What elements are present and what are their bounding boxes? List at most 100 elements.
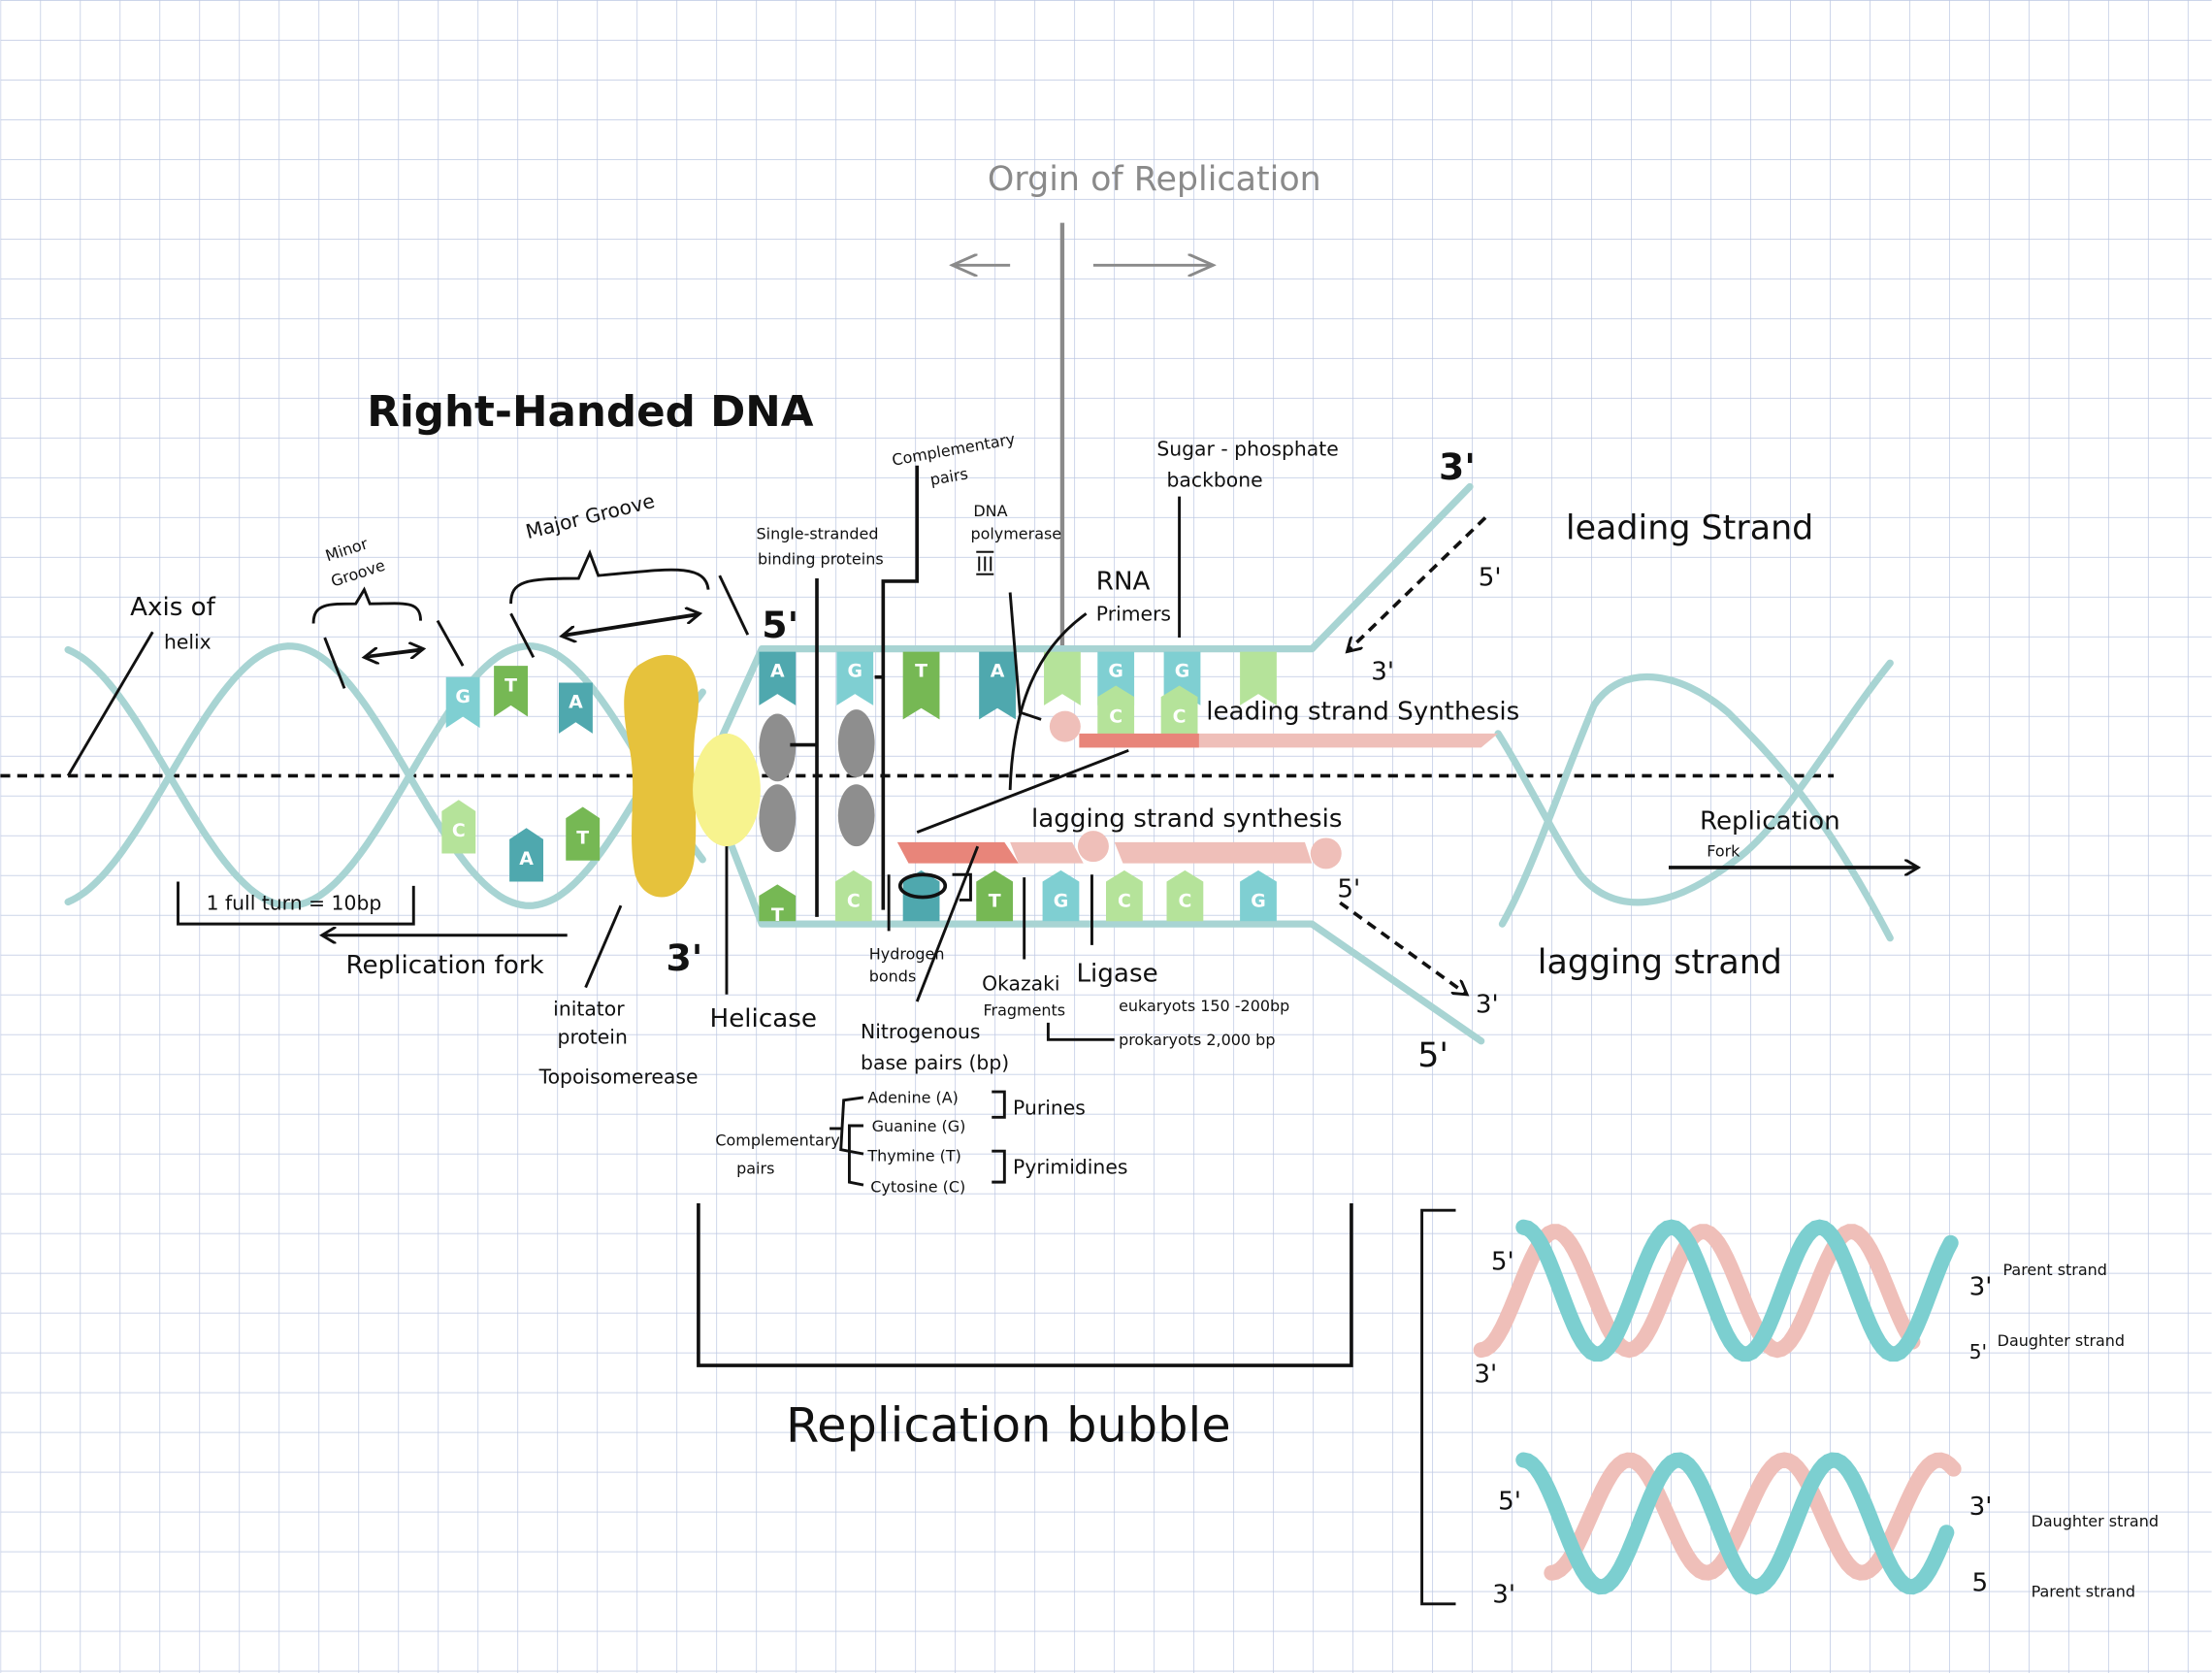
cytosine-label: Cytosine (C) bbox=[870, 1177, 965, 1196]
purines-label: Purines bbox=[1013, 1096, 1086, 1119]
rna-primers-label: RNA bbox=[1096, 568, 1151, 597]
five-prime-label: 5' bbox=[1969, 1340, 1988, 1363]
bases-legend: Complementary pairs Adenine (A) Guanine … bbox=[715, 1089, 1127, 1197]
rna-primer bbox=[1079, 733, 1199, 748]
base-t: T bbox=[902, 651, 940, 720]
base-g: G bbox=[445, 676, 480, 729]
svg-text:G: G bbox=[455, 686, 471, 707]
nitrogenous-bases-label: Nitrogenous bbox=[861, 1020, 980, 1043]
okazaki-label: Fragments bbox=[984, 1001, 1066, 1020]
three-prime-label: 3' bbox=[1492, 1580, 1515, 1609]
topoisomerase-shape bbox=[624, 654, 699, 898]
base-a: A bbox=[979, 651, 1016, 720]
rna-primer-dot bbox=[1049, 710, 1081, 742]
three-prime-label: 3' bbox=[1476, 991, 1499, 1020]
replication-fork-label: Replication bbox=[1700, 807, 1840, 836]
nitrogenous-bases-label: base pairs (bp) bbox=[861, 1051, 1009, 1074]
topoisomerase-label: Topoisomerease bbox=[538, 1065, 699, 1088]
hydrogen-bonds-label: bonds bbox=[869, 968, 916, 986]
ssb-protein bbox=[759, 713, 797, 782]
five-prime-label: 5' bbox=[1479, 563, 1502, 592]
svg-text:C: C bbox=[1178, 891, 1191, 912]
guanine-label: Guanine (G) bbox=[872, 1117, 966, 1135]
base-t: T bbox=[976, 869, 1014, 922]
parent-strand-wave bbox=[1515, 1219, 1959, 1362]
origin-title: Orgin of Replication bbox=[988, 160, 1321, 199]
new-leading-strand bbox=[1198, 733, 1499, 748]
sugar-phosphate-label: Sugar - phosphate bbox=[1156, 438, 1338, 461]
hydrogen-bonds-label: Hydrogen bbox=[869, 944, 945, 963]
three-prime-label: 3' bbox=[1474, 1361, 1497, 1390]
initiator-protein-label: protein bbox=[558, 1026, 628, 1049]
lagging-strand-synthesis-strand bbox=[896, 831, 1342, 869]
rna-primer-dot bbox=[1077, 831, 1109, 863]
ssb-label: binding proteins bbox=[758, 549, 884, 568]
svg-text:T: T bbox=[915, 661, 927, 682]
okazaki-label: Okazaki bbox=[982, 971, 1059, 995]
annotation-lines bbox=[66, 465, 1918, 1606]
base-c: C bbox=[1106, 869, 1143, 922]
pyrimidines-label: Pyrimidines bbox=[1013, 1155, 1127, 1178]
svg-text:T: T bbox=[504, 674, 517, 696]
svg-text:G: G bbox=[1251, 891, 1266, 912]
parent-strand-label: Parent strand bbox=[2003, 1261, 2107, 1279]
base-c: C bbox=[1097, 685, 1135, 737]
svg-text:C: C bbox=[1118, 891, 1131, 912]
five-prime-label: 5' bbox=[1491, 1247, 1514, 1276]
rna-primers-label: Primers bbox=[1096, 603, 1171, 626]
svg-text:C: C bbox=[1109, 705, 1122, 727]
replication-fork-label: Fork bbox=[1707, 841, 1740, 860]
thymine-label: Thymine (T) bbox=[866, 1146, 961, 1165]
complementary-pairs-label: pairs bbox=[736, 1159, 774, 1177]
base-a: A bbox=[558, 682, 593, 734]
lagging-strand-label: lagging strand bbox=[1538, 943, 1782, 982]
svg-text:A: A bbox=[991, 661, 1005, 682]
bubble-bottom-backbone bbox=[701, 774, 1485, 1045]
base-t: T bbox=[759, 884, 797, 926]
replication-bubble-label: Replication bubble bbox=[786, 1397, 1231, 1454]
daughter-strand-label: Daughter strand bbox=[1998, 1331, 2125, 1350]
five-prime-label: 5' bbox=[1417, 1036, 1448, 1075]
svg-text:A: A bbox=[569, 692, 583, 713]
three-prime-label: 3' bbox=[1969, 1493, 1993, 1522]
svg-text:G: G bbox=[1108, 661, 1123, 682]
leading-strand-label: leading Strand bbox=[1566, 508, 1813, 547]
strand-panel: 5' 3' 3' Parent strand 5' Daughter stran… bbox=[1473, 1219, 2159, 1609]
base-c: C bbox=[441, 800, 476, 854]
dna-polymerase-label: polymerase bbox=[970, 524, 1061, 542]
initiator-protein-label: initator bbox=[553, 998, 625, 1021]
base-c: C bbox=[1160, 685, 1198, 737]
full-turn-label: 1 full turn = 10bp bbox=[207, 892, 382, 915]
dna-polymerase-label: III bbox=[976, 553, 993, 576]
base-unlabeled bbox=[1240, 651, 1277, 705]
ssb-protein bbox=[759, 784, 797, 852]
diagram-title: Right-Handed DNA bbox=[367, 388, 813, 437]
five-prime-label: 5' bbox=[1498, 1487, 1521, 1516]
five-prime-label: 5 bbox=[1972, 1569, 1989, 1598]
svg-text:T: T bbox=[771, 904, 784, 926]
svg-text:G: G bbox=[1054, 891, 1069, 912]
sugar-phosphate-label: backbone bbox=[1167, 469, 1263, 492]
three-prime-label: 3' bbox=[1439, 445, 1476, 488]
adenine-label: Adenine (A) bbox=[867, 1089, 959, 1107]
base-a: A bbox=[759, 651, 797, 705]
axis-label: Axis of bbox=[130, 593, 216, 622]
right-helix-strand-a bbox=[1494, 659, 1894, 906]
labels: Axis of helix Minor Groove Major Groove … bbox=[130, 430, 1840, 1454]
okazaki-fragment bbox=[1010, 841, 1084, 864]
svg-text:C: C bbox=[847, 891, 861, 912]
rna-primer bbox=[896, 841, 1019, 864]
ssb-label: Single-stranded bbox=[757, 524, 879, 542]
base-t: T bbox=[566, 806, 601, 861]
leading-strand-synthesis-label: leading strand Synthesis bbox=[1206, 697, 1519, 726]
three-prime-label: 3' bbox=[666, 936, 702, 979]
svg-text:A: A bbox=[770, 661, 785, 682]
svg-text:C: C bbox=[452, 820, 466, 841]
ssb-protein bbox=[837, 709, 875, 777]
dna-polymerase-label: DNA bbox=[973, 502, 1007, 520]
parent-strand-wave bbox=[1515, 1452, 1955, 1595]
leading-strand-synthesis-strand bbox=[1049, 710, 1499, 748]
five-prime-label: 5' bbox=[762, 604, 798, 646]
base-t: T bbox=[494, 666, 529, 717]
